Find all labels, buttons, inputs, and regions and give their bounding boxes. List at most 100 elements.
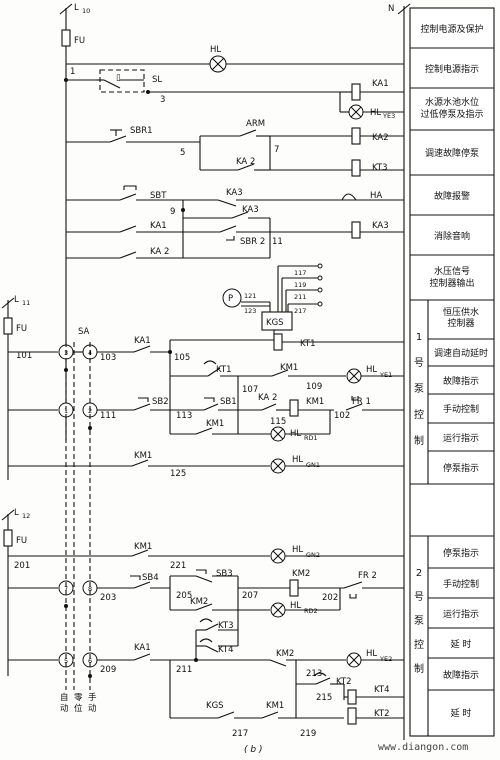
svg-text:KM1: KM1	[306, 397, 324, 407]
svg-text:FU: FU	[16, 324, 27, 334]
panel-item: 故障指示	[443, 375, 479, 387]
panel-item: 控制电源及保护	[420, 23, 483, 35]
svg-text:KA 2: KA 2	[236, 157, 255, 167]
rung-pump1-stop-indicator: KM1 125 HL GN1	[8, 451, 404, 479]
svg-text:7: 7	[64, 585, 68, 593]
svg-text:KM2: KM2	[292, 569, 310, 579]
svg-text:6: 6	[88, 657, 92, 665]
panel-item: 手动控制	[443, 578, 479, 590]
svg-text:HL: HL	[290, 601, 301, 611]
panel-item: 调速自动延时	[434, 347, 488, 359]
svg-text:5: 5	[64, 657, 68, 665]
svg-text:FU: FU	[74, 36, 85, 46]
svg-text:10: 10	[82, 7, 90, 15]
svg-text:KA3: KA3	[372, 221, 389, 231]
panel-item: 延 时	[451, 707, 472, 719]
panel-item: 运行指示	[443, 608, 479, 620]
svg-text:KM1: KM1	[266, 701, 284, 711]
svg-text:KT2: KT2	[374, 709, 390, 719]
sa-selector-links: 自动 零位 手动	[60, 342, 97, 714]
svg-text:221: 221	[170, 561, 186, 571]
svg-text:SBR 2: SBR 2	[240, 237, 265, 247]
svg-text:FU: FU	[16, 536, 27, 546]
panel-item: 停泵指示	[443, 547, 479, 559]
svg-text:HL: HL	[292, 545, 303, 555]
rung-power-indicator: HL	[66, 45, 404, 73]
svg-text:KM1: KM1	[134, 542, 152, 552]
svg-text:KT4: KT4	[218, 645, 234, 655]
svg-text:119: 119	[294, 281, 306, 289]
svg-text:201: 201	[14, 561, 30, 571]
panel-item: 消除音响	[434, 230, 470, 242]
svg-text:KA2: KA2	[372, 133, 389, 143]
watermark: www.diangon.com	[378, 742, 468, 753]
svg-text:109: 109	[306, 382, 322, 392]
svg-text:KM2: KM2	[190, 597, 208, 607]
panel-item: 控制电源指示	[425, 63, 479, 75]
svg-text:SA: SA	[78, 327, 90, 337]
rung-pump2-delay: KGS 217 KM1 219 KT2 KT2 215 KT4	[170, 672, 404, 739]
svg-text:103: 103	[100, 353, 116, 363]
supply-l11: L 11 FU 101	[1, 295, 32, 480]
svg-text:KT3: KT3	[218, 621, 234, 631]
rung-pump2-auto: 5 6 209 KA1 211 KT3 KT4 KM2 213 HL YE2	[8, 610, 404, 718]
svg-text:202: 202	[322, 593, 338, 603]
svg-text:P: P	[228, 294, 233, 304]
function-panel: 控制电源及保护 控制电源指示 水源水池水位过低停泵及指示 调速故障停泵 故障报警…	[409, 7, 495, 737]
svg-text:L: L	[14, 508, 19, 518]
svg-text:8: 8	[88, 585, 92, 593]
svg-text:FR 1: FR 1	[352, 397, 371, 407]
rung-kt1-delay: KT1 107 KM1 109 HL YE1	[170, 360, 404, 400]
svg-text:101: 101	[16, 351, 32, 361]
svg-text:ARM: ARM	[246, 119, 265, 129]
svg-text:213: 213	[306, 669, 322, 679]
svg-text:FR 2: FR 2	[358, 571, 377, 581]
svg-text:KA1: KA1	[134, 643, 151, 653]
svg-text:SB4: SB4	[142, 573, 159, 583]
svg-text:SB1: SB1	[220, 397, 237, 407]
svg-text:GN2: GN2	[306, 551, 320, 559]
l10-label: L	[74, 3, 79, 13]
rung-water-level: 1 ▯ SL 3 KA1 HL YE3	[64, 67, 404, 120]
svg-text:KT1: KT1	[300, 339, 316, 349]
rung-alarm: SBT KA3 HA 9	[66, 185, 404, 258]
svg-text:▯: ▯	[116, 73, 121, 83]
rung-pump1-manual: 1 2 111 SB2 113 SB1 KM1 KA 2 115 KM1 102…	[8, 390, 404, 442]
svg-text:209: 209	[100, 665, 116, 675]
svg-text:12: 12	[22, 512, 30, 520]
svg-text:GN1: GN1	[306, 461, 320, 469]
svg-text:KM1: KM1	[206, 419, 224, 429]
rung-speed-fault: SBR1 5 ARM 7 KA 2 KA2 KT3	[66, 119, 404, 177]
svg-text:KA1: KA1	[372, 79, 389, 89]
panel-item: 水压信号控制器输出	[429, 265, 474, 289]
svg-text:KGS: KGS	[206, 701, 224, 711]
svg-text:L: L	[14, 295, 19, 305]
svg-text:117: 117	[294, 269, 306, 277]
panel-item: 故障报警	[434, 190, 470, 202]
svg-text:211: 211	[294, 293, 306, 301]
svg-text:HL: HL	[290, 429, 301, 439]
svg-text:SB3: SB3	[216, 569, 233, 579]
svg-text:11: 11	[22, 299, 30, 307]
svg-text:217: 217	[232, 729, 248, 739]
panel-item: 故障指示	[443, 669, 479, 681]
rung-pump2-manual: 7 8 203 SB4 SB3 205 KM2 207 KM2 202 FR 2	[8, 569, 404, 618]
svg-text:KM1: KM1	[280, 363, 298, 373]
svg-text:1: 1	[70, 67, 75, 77]
svg-text:9: 9	[170, 207, 175, 217]
panel-item: 手动控制	[443, 403, 479, 415]
neutral-rail: N	[388, 3, 411, 740]
sa-zero-label: 零位	[74, 693, 83, 714]
svg-text:HL: HL	[370, 108, 381, 118]
panel-item: 停泵指示	[443, 462, 479, 474]
svg-text:HL: HL	[210, 45, 221, 55]
svg-text:KA1: KA1	[150, 221, 167, 231]
svg-text:207: 207	[242, 591, 258, 601]
svg-text:5: 5	[180, 148, 185, 158]
svg-text:SBT: SBT	[150, 191, 167, 201]
svg-text:105: 105	[174, 353, 190, 363]
panel-item: 恒压供水控制器	[443, 306, 479, 329]
